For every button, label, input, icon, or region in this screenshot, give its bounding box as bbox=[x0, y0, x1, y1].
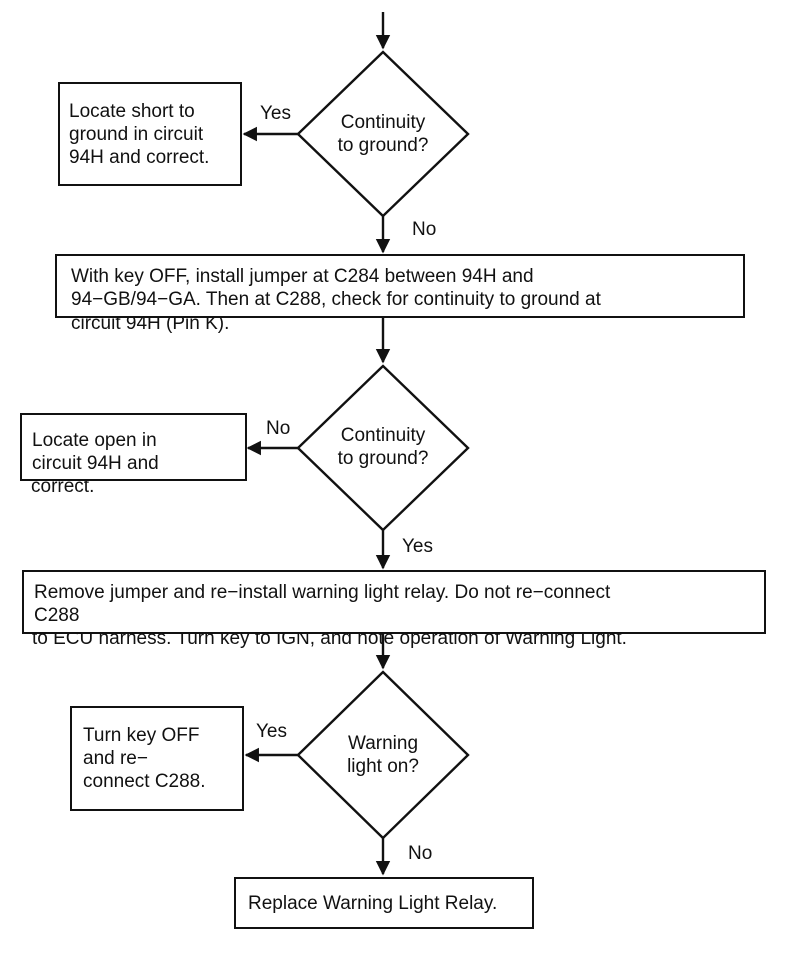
decision2-yes-label: Yes bbox=[402, 536, 433, 557]
final-box: Replace Warning Light Relay. bbox=[234, 877, 534, 929]
decision2-question: Continuity to ground? bbox=[337, 425, 429, 469]
step1-overflow-text: circuit 94H (Pin K). bbox=[71, 313, 230, 334]
decision3-yes-label: Yes bbox=[256, 721, 287, 742]
action3-box: Turn key OFF and re− connect C288. bbox=[70, 706, 244, 811]
decision3-no-label: No bbox=[408, 843, 433, 864]
action1-box: Locate short to ground in circuit 94H an… bbox=[58, 82, 242, 186]
step2-overflow-text: to ECU harness. Turn key to IGN, and not… bbox=[32, 628, 627, 649]
step2-box: Remove jumper and re−install warning lig… bbox=[22, 570, 766, 634]
decision1-question: Continuity to ground? bbox=[337, 112, 429, 156]
decision1-no-label: No bbox=[412, 219, 437, 240]
action2-overflow-text: correct. bbox=[31, 476, 95, 497]
decision1-yes-label: Yes bbox=[260, 103, 291, 124]
decision3-question: Warning light on? bbox=[347, 733, 419, 777]
action2-box: Locate open in circuit 94H and bbox=[20, 413, 247, 481]
step1-box: With key OFF, install jumper at C284 bet… bbox=[55, 254, 745, 318]
decision2-no-label: No bbox=[266, 418, 291, 439]
